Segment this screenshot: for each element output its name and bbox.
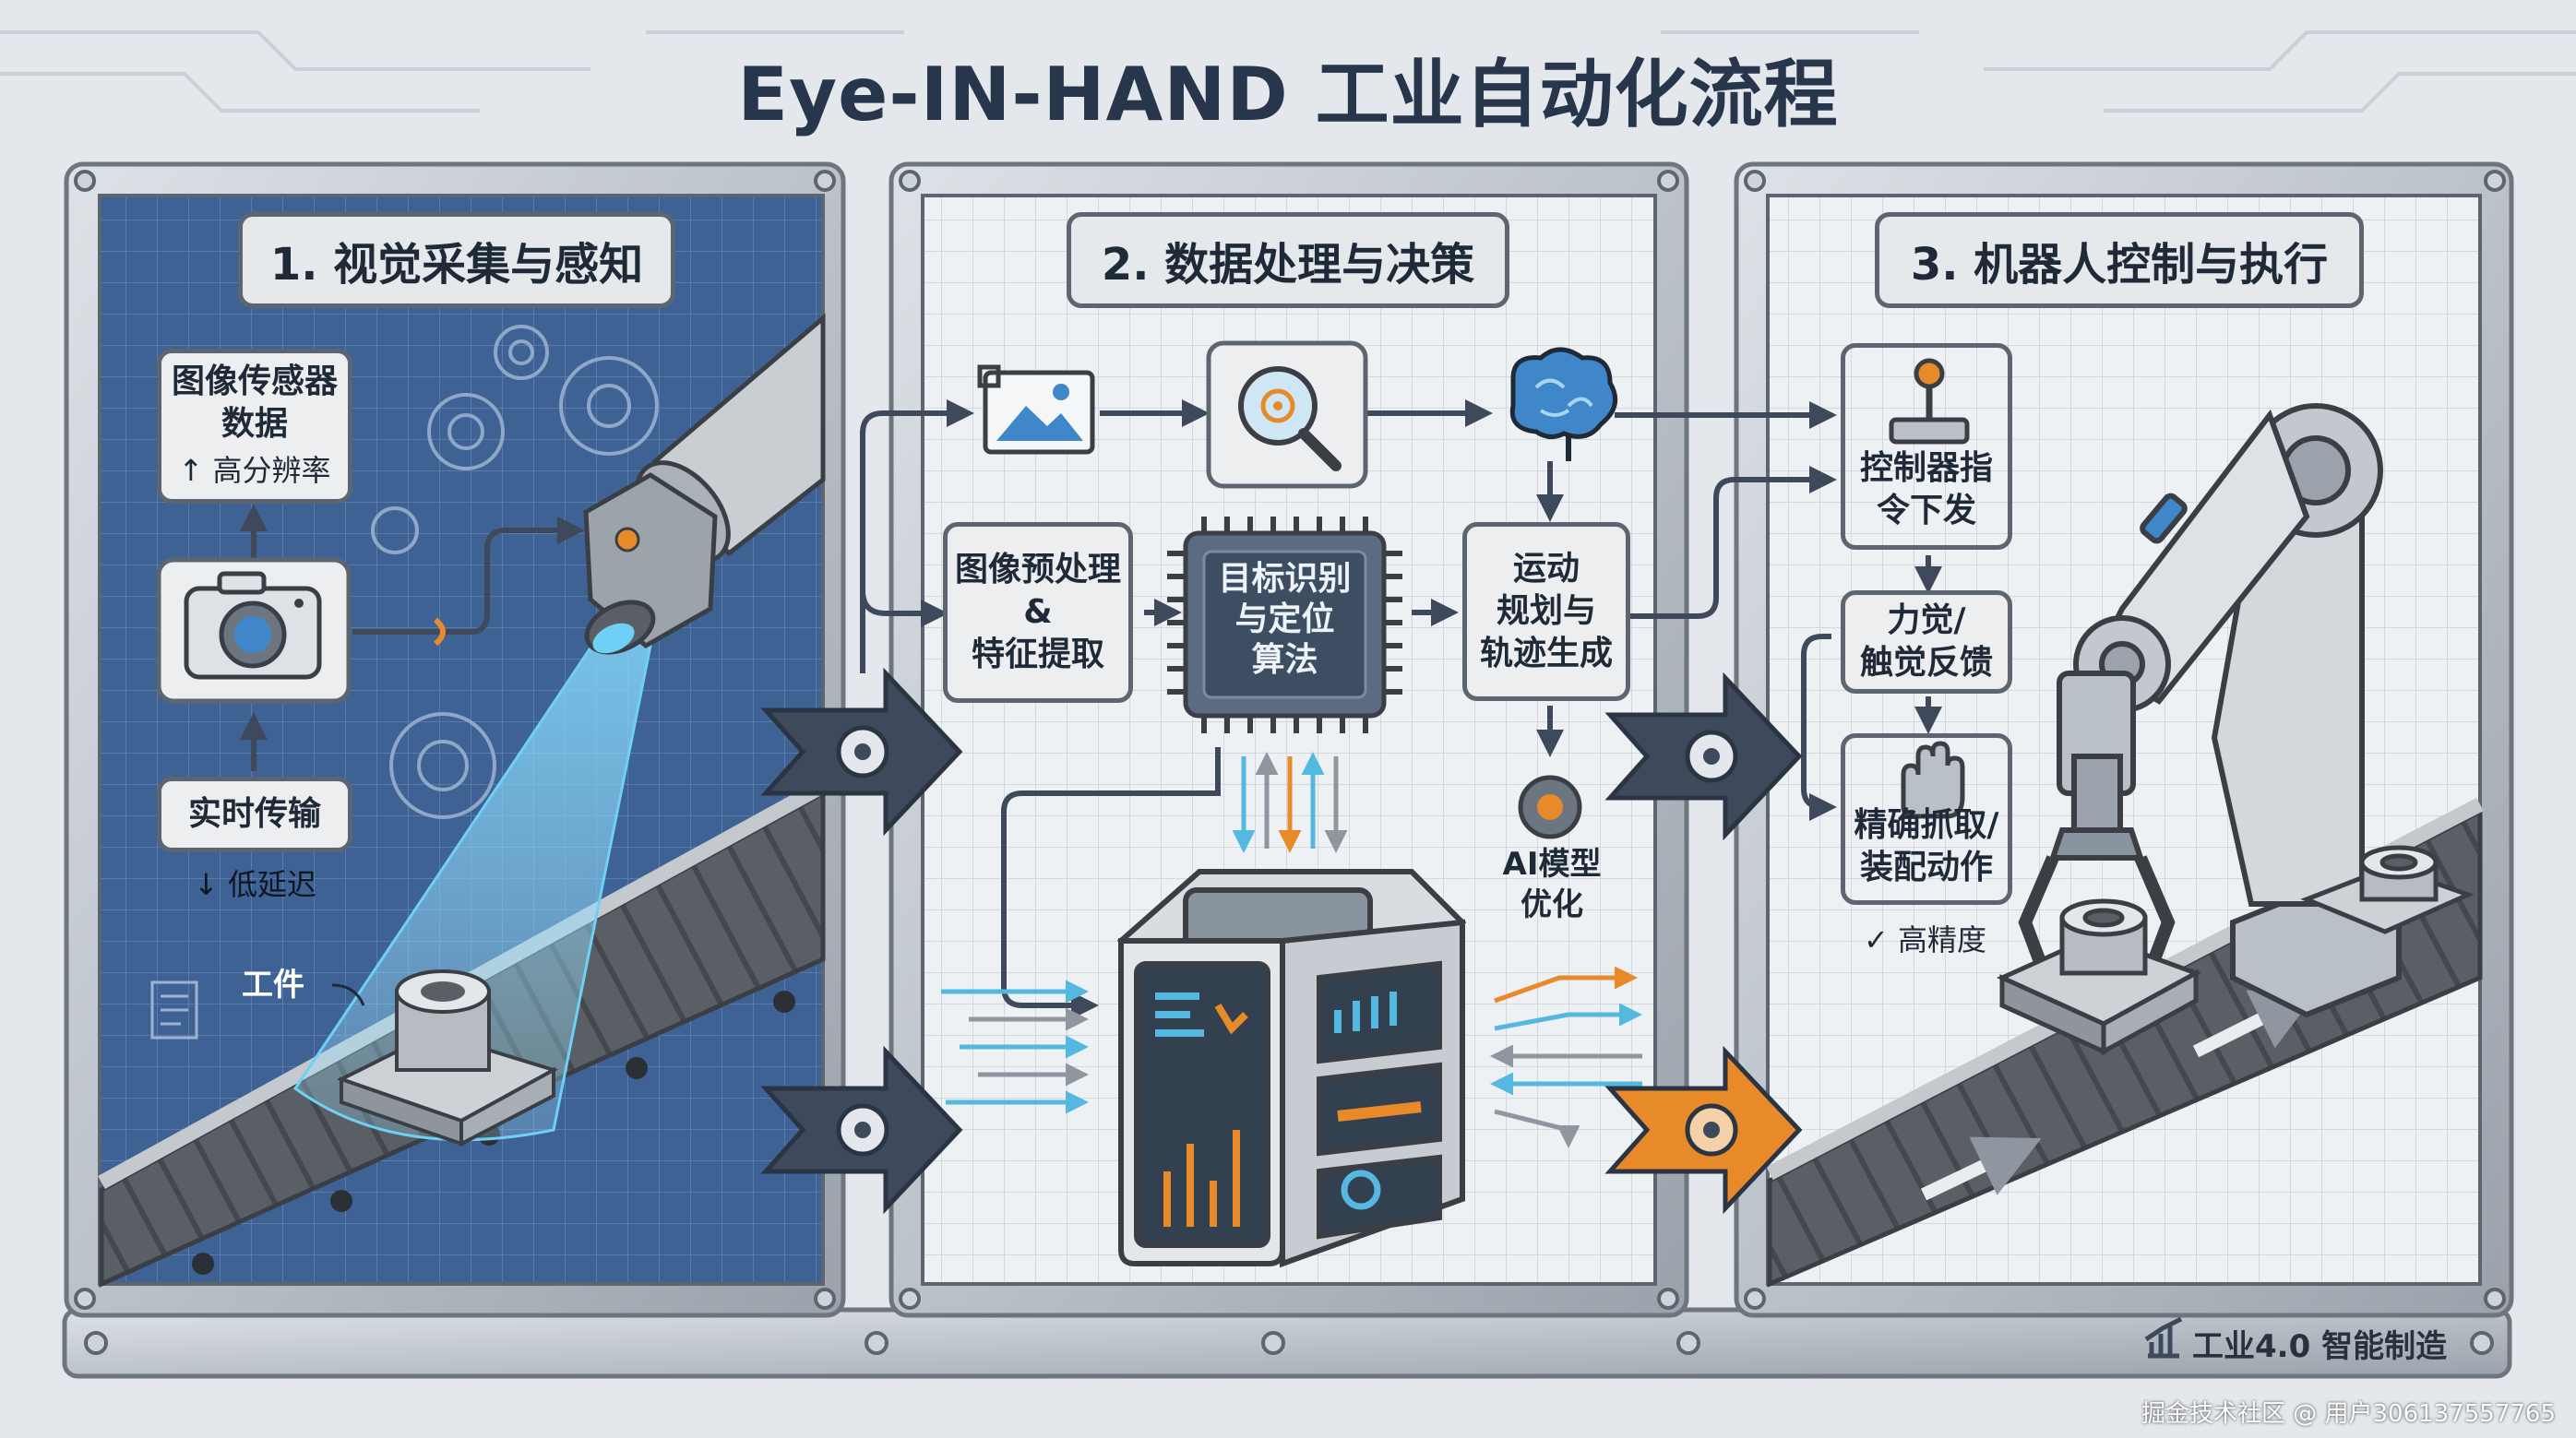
phase-1-title: 1. 视觉采集与感知: [238, 212, 675, 308]
server-icon: [1116, 869, 1467, 1268]
ai-label-line2: 优化: [1521, 886, 1583, 923]
controller-line1: 控制器指: [1859, 449, 1993, 487]
chart-icon: [1155, 992, 1422, 1227]
workpiece-1: [336, 969, 559, 1147]
chip-text: 目标识别 与定位 算法: [1204, 559, 1366, 681]
motion-planning-box: 运动 规划与 轨迹生成: [1462, 522, 1630, 701]
transition-arrow-1b: [760, 1045, 963, 1215]
grasp-line1: 精确抓取/: [1854, 806, 1999, 844]
brain-icon: [1509, 347, 1618, 461]
chart-icon: [2144, 1316, 2183, 1359]
transition-arrow-2a: [1604, 671, 1803, 841]
phase-3-title: 3. 机器人控制与执行: [1875, 212, 2364, 308]
bottom-rail: [62, 1307, 2512, 1379]
motion-line1: 运动: [1512, 550, 1580, 588]
realtime-transfer-label: 实时传输: [187, 795, 321, 833]
feedback-line2: 触觉反馈: [1859, 644, 1993, 682]
realtime-transfer-box: 实时传输: [157, 777, 352, 852]
preprocess-line3: 特征提取: [971, 636, 1104, 673]
force-feedback-box: 力觉/ 触觉反馈: [1841, 590, 2012, 694]
eye-in-hand-camera: [583, 313, 826, 655]
joystick-icon: [1889, 358, 1970, 445]
low-latency-label: ↓ 低延迟: [194, 867, 316, 902]
ai-label-line1: AI模型: [1502, 846, 1602, 883]
precise-grasp-box: 精确抓取/ 装配动作: [1841, 733, 2012, 905]
transition-arrow-1a: [760, 667, 963, 837]
workpiece-3: [1996, 845, 2475, 1056]
motion-line3: 轨迹生成: [1479, 635, 1613, 672]
preprocess-line2: &: [1023, 593, 1053, 631]
data-flow-arrows: [941, 752, 1642, 1148]
circuit-traces: [0, 30, 2576, 113]
gear-icon: [371, 325, 659, 819]
motion-line2: 规划与: [1496, 592, 1596, 630]
hand-icon: [1901, 741, 1965, 819]
preprocess-line1: 图像预处理: [954, 551, 1121, 588]
chip-text-line2: 与定位: [1234, 600, 1335, 638]
sensor-data-sub: ↑ 高分辨率: [178, 453, 331, 488]
sensor-data-line2: 数据: [221, 405, 288, 443]
image-icon: [977, 364, 1095, 455]
chip-text-line3: 算法: [1251, 641, 1318, 679]
transition-arrow-2b: [1604, 1045, 1803, 1215]
page-title: Eye-IN-HAND 工业自动化流程: [737, 52, 1839, 137]
workpiece-label: 工件: [242, 967, 304, 1004]
controller-box: 控制器指 令下发: [1841, 343, 2012, 550]
chip-icon: [1167, 517, 1402, 733]
controller-line2: 令下发: [1876, 492, 1976, 529]
camera-icon: [184, 571, 322, 680]
high-precision-label: ✓ 高精度: [1864, 922, 1986, 957]
preprocess-box: 图像预处理 & 特征提取: [943, 522, 1133, 703]
gear-icon: [1518, 775, 1582, 839]
sensor-data-line1: 图像传感器: [171, 362, 338, 400]
feedback-line1: 力觉/: [1887, 601, 1966, 639]
grasp-line2: 装配动作: [1859, 849, 1993, 886]
camera-beam: [292, 625, 652, 1142]
watermark: 掘金技术社区 @ 用户306137557765: [2141, 1400, 2556, 1428]
chip-text-line1: 目标识别: [1218, 560, 1352, 598]
footer-label: 工业4.0 智能制造: [2192, 1328, 2448, 1365]
sensor-data-box: 图像传感器 数据 ↑ 高分辨率: [157, 349, 352, 504]
ai-optimize-label: AI模型 优化: [1487, 844, 1616, 925]
document-icon: [150, 980, 198, 1040]
phase-2-title: 2. 数据处理与决策: [1067, 212, 1509, 308]
magnifier-icon: [1238, 366, 1342, 471]
